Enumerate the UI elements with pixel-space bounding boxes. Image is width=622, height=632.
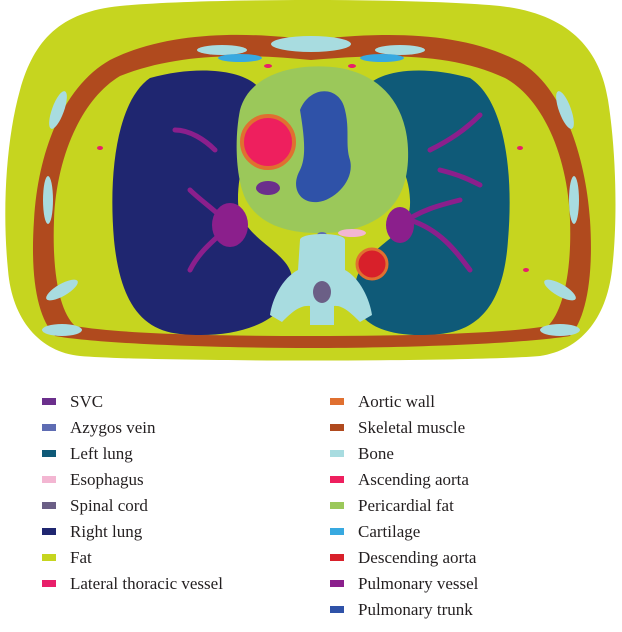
- legend-item-descending-aorta: Descending aorta: [330, 544, 478, 570]
- legend-label: Bone: [358, 445, 394, 462]
- spinal-cord: [313, 281, 331, 303]
- legend-swatch: [330, 502, 344, 509]
- legend-label: Pulmonary vessel: [358, 575, 478, 592]
- legend-label: SVC: [70, 393, 103, 410]
- legend-item-esophagus: Esophagus: [42, 466, 223, 492]
- legend-item-spinal-cord: Spinal cord: [42, 492, 223, 518]
- legend-item-fat: Fat: [42, 544, 223, 570]
- legend-swatch: [42, 554, 56, 561]
- legend-label: Descending aorta: [358, 549, 476, 566]
- legend-swatch: [42, 450, 56, 457]
- legend-item-svc: SVC: [42, 388, 223, 414]
- legend-item-pulmonary-vessel: Pulmonary vessel: [330, 570, 478, 596]
- legend-item-pulmonary-trunk: Pulmonary trunk: [330, 596, 478, 622]
- legend-label: Pericardial fat: [358, 497, 454, 514]
- descending-aorta: [357, 249, 387, 279]
- ascending-aorta: [242, 116, 294, 168]
- legend-item-left-lung: Left lung: [42, 440, 223, 466]
- legend-swatch: [42, 580, 56, 587]
- legend-swatch: [42, 502, 56, 509]
- legend-left-column: SVC Azygos vein Left lung Esophagus Spin…: [42, 388, 223, 596]
- pulmonary-trunk: [296, 91, 351, 202]
- legend-label: Aortic wall: [358, 393, 435, 410]
- pulmonary-vessel-right-hilum: [212, 203, 248, 247]
- legend-swatch: [330, 606, 344, 613]
- legend-item-skeletal-muscle: Skeletal muscle: [330, 414, 478, 440]
- thoracic-anatomy-diagram: [0, 0, 622, 362]
- legend-swatch: [330, 398, 344, 405]
- esophagus: [338, 229, 366, 237]
- legend-label: Pulmonary trunk: [358, 601, 473, 618]
- pulmonary-vessel-left-hilum: [386, 207, 414, 243]
- legend-swatch: [42, 398, 56, 405]
- legend-item-cartilage: Cartilage: [330, 518, 478, 544]
- legend-swatch: [42, 476, 56, 483]
- legend-swatch: [42, 528, 56, 535]
- legend-label: Left lung: [70, 445, 133, 462]
- legend-swatch: [330, 554, 344, 561]
- svc: [256, 181, 280, 195]
- legend-item-pericardial-fat: Pericardial fat: [330, 492, 478, 518]
- legend-swatch: [330, 424, 344, 431]
- legend-label: Esophagus: [70, 471, 144, 488]
- legend-label: Skeletal muscle: [358, 419, 465, 436]
- legend-swatch: [330, 476, 344, 483]
- legend-swatch: [42, 424, 56, 431]
- legend-item-right-lung: Right lung: [42, 518, 223, 544]
- legend-label: Cartilage: [358, 523, 420, 540]
- legend-swatch: [330, 580, 344, 587]
- legend-label: Fat: [70, 549, 92, 566]
- legend-label: Lateral thoracic vessel: [70, 575, 223, 592]
- legend-item-ascending-aorta: Ascending aorta: [330, 466, 478, 492]
- legend-right-column: Aortic wall Skeletal muscle Bone Ascendi…: [330, 388, 478, 622]
- legend-label: Ascending aorta: [358, 471, 469, 488]
- legend-label: Right lung: [70, 523, 142, 540]
- legend-swatch: [330, 528, 344, 535]
- legend-item-lateral-thoracic-vessel: Lateral thoracic vessel: [42, 570, 223, 596]
- legend-item-aortic-wall: Aortic wall: [330, 388, 478, 414]
- legend-item-bone: Bone: [330, 440, 478, 466]
- legend-label: Azygos vein: [70, 419, 155, 436]
- legend-item-azygos-vein: Azygos vein: [42, 414, 223, 440]
- legend-label: Spinal cord: [70, 497, 148, 514]
- legend-swatch: [330, 450, 344, 457]
